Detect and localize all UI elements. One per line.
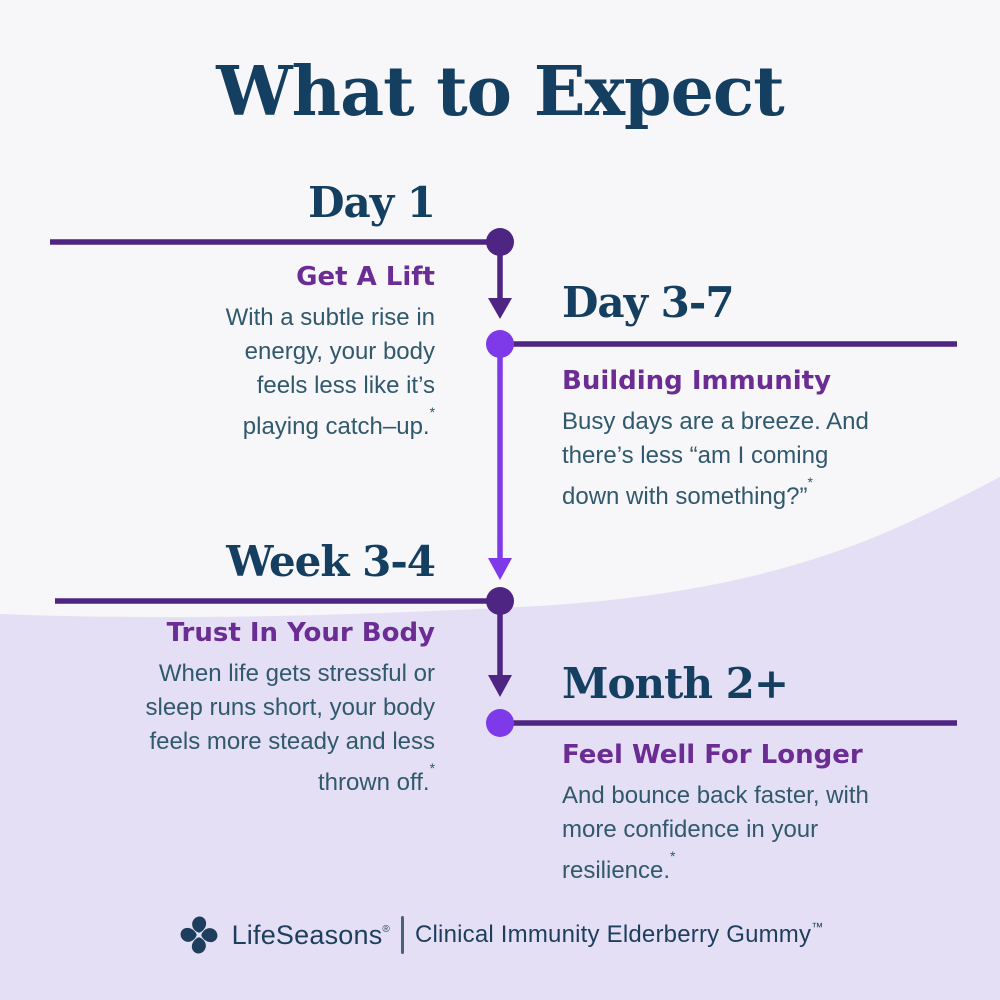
footer: LifeSeasons® Clinical Immunity Elderberr… bbox=[0, 912, 1000, 958]
timeline-arrow3-head bbox=[488, 675, 512, 697]
milestone-week3-4: Trust In Your Body When life gets stress… bbox=[90, 618, 436, 800]
body-line: feels more steady and less bbox=[149, 728, 435, 755]
body-line: there’s less “am I coming bbox=[562, 442, 829, 469]
milestone-period-day3-7: Day 3-7 bbox=[562, 278, 735, 327]
milestone-day3-7: Building Immunity Busy days are a breeze… bbox=[562, 366, 962, 514]
page-title: What to Expect bbox=[216, 52, 784, 132]
timeline-dot-day1 bbox=[486, 228, 514, 256]
milestone-period-month2: Month 2+ bbox=[562, 659, 789, 708]
timeline-arrow2-head bbox=[488, 558, 512, 580]
trademark-mark: ™ bbox=[811, 920, 824, 934]
body-line: When life gets stressful or bbox=[158, 660, 435, 687]
registered-mark: ® bbox=[382, 923, 390, 935]
body-line: thrown off.* bbox=[90, 759, 435, 800]
milestone-day1: Get A Lift With a subtle rise in energy,… bbox=[90, 262, 435, 444]
footnote-asterisk: * bbox=[429, 760, 435, 777]
product-text: Clinical Immunity Elderberry Gummy bbox=[414, 921, 812, 948]
body-line-text: resilience. bbox=[562, 857, 671, 884]
body-line: And bounce back faster, with bbox=[562, 782, 869, 809]
body-line: resilience.* bbox=[562, 847, 962, 888]
pinwheel-petals bbox=[180, 916, 218, 954]
footer-divider bbox=[400, 916, 404, 954]
wave-shape bbox=[0, 477, 1000, 1000]
timeline-dot-day3-7 bbox=[486, 330, 514, 358]
milestone-period-day1: Day 1 bbox=[308, 178, 436, 227]
milestone-heading-month2: Feel Well For Longer bbox=[562, 740, 863, 770]
body-line-text: playing catch–up. bbox=[242, 413, 430, 440]
timeline-dot-week3-4 bbox=[486, 587, 514, 615]
lifeseasons-pinwheel-icon bbox=[180, 916, 218, 954]
milestone-heading-week3-4: Trust In Your Body bbox=[166, 618, 435, 648]
milestone-month2: Feel Well For Longer And bounce back fas… bbox=[562, 740, 962, 888]
body-line: Busy days are a breeze. And bbox=[562, 408, 869, 435]
footnote-asterisk: * bbox=[429, 404, 435, 421]
milestone-heading-day1: Get A Lift bbox=[296, 262, 435, 292]
body-line: more confidence in your bbox=[562, 816, 819, 843]
milestone-period-week3-4: Week 3-4 bbox=[226, 537, 436, 586]
footnote-asterisk: * bbox=[670, 848, 676, 865]
body-line: feels less like it’s bbox=[256, 372, 435, 399]
body-line-text: thrown off. bbox=[317, 769, 430, 796]
body-line: With a subtle rise in bbox=[225, 304, 435, 331]
footnote-asterisk: * bbox=[807, 474, 813, 491]
body-line: energy, your body bbox=[244, 338, 435, 365]
timeline-arrow1-head bbox=[488, 298, 512, 319]
body-line-text: down with something?” bbox=[562, 483, 808, 510]
body-line: down with something?”* bbox=[562, 473, 962, 514]
brand-name: LifeSeasons® bbox=[232, 920, 390, 951]
timeline-dot-month2 bbox=[486, 709, 514, 737]
product-name: Clinical Immunity Elderberry Gummy™ bbox=[414, 920, 824, 949]
brand-text: LifeSeasons bbox=[231, 919, 383, 950]
body-line: sleep runs short, your body bbox=[145, 694, 436, 721]
body-line: playing catch–up.* bbox=[90, 403, 435, 444]
milestone-heading-day3-7: Building Immunity bbox=[562, 366, 832, 396]
